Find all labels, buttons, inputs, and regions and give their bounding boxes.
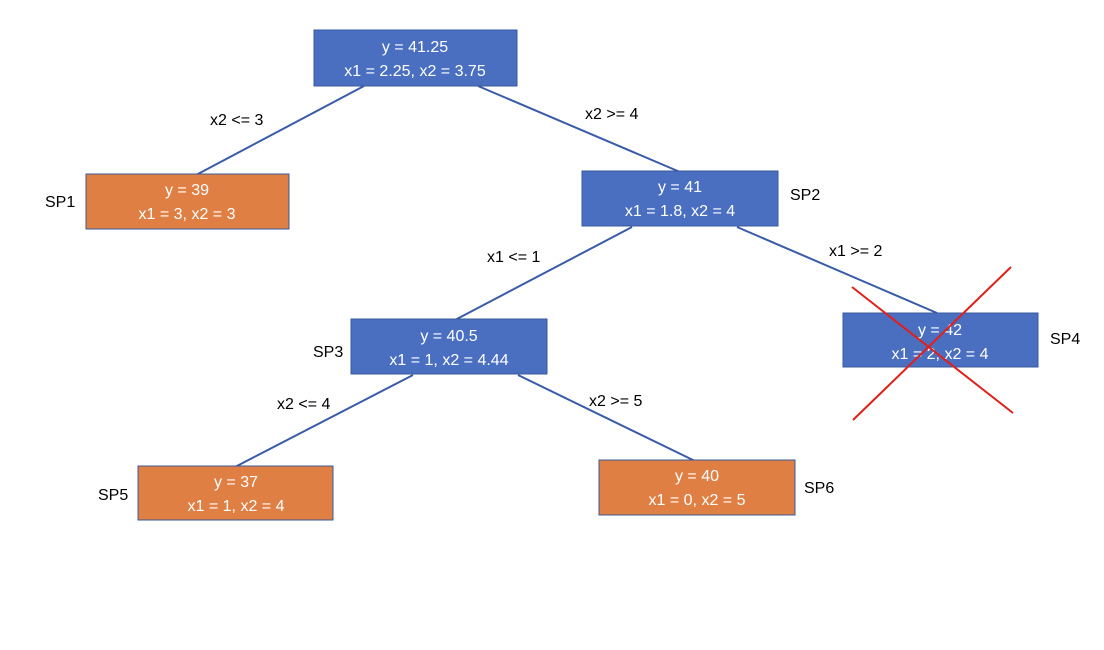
- node-sp2-line1: y = 41: [658, 179, 702, 196]
- cross-out-line-2: [852, 266, 1012, 421]
- node-sp2-line2: x1 = 1.8, x2 = 4: [625, 203, 735, 220]
- node-sp4: y = 42 x1 = 2, x2 = 4 SP4: [842, 266, 1080, 421]
- node-sp1-box: [85, 173, 290, 230]
- node-sp6-box: [598, 459, 796, 516]
- edge-label-sp2-sp4: x1 >= 2: [829, 243, 882, 260]
- node-sp1-side-label: SP1: [45, 194, 75, 211]
- node-root-box: [313, 29, 518, 87]
- node-sp1-line2: x1 = 3, x2 = 3: [139, 206, 236, 223]
- edge-label-root-sp2: x2 >= 4: [585, 106, 638, 123]
- node-sp4-line2: x1 = 2, x2 = 4: [892, 346, 989, 363]
- node-sp3-line1: y = 40.5: [420, 328, 477, 345]
- node-sp5-side-label: SP5: [98, 487, 128, 504]
- edge-sp3-sp5: [234, 374, 414, 468]
- edge-sp2-sp3: [454, 226, 633, 321]
- node-sp2: y = 41 x1 = 1.8, x2 = 4 SP2: [581, 170, 820, 227]
- edge-sp2-sp4: [736, 226, 938, 314]
- edge-sp3-sp6: [517, 374, 696, 462]
- node-sp6-side-label: SP6: [804, 480, 834, 497]
- node-sp5-box: [137, 465, 334, 521]
- node-sp5-line1: y = 37: [214, 474, 258, 491]
- edge-label-sp3-sp5: x2 <= 4: [277, 396, 330, 413]
- node-sp6: y = 40 x1 = 0, x2 = 5 SP6: [598, 459, 834, 516]
- node-sp1-line1: y = 39: [165, 182, 209, 199]
- node-sp2-side-label: SP2: [790, 187, 820, 204]
- edge-root-sp1: [195, 85, 365, 176]
- node-root: y = 41.25 x1 = 2.25, x2 = 3.75: [313, 29, 518, 87]
- edge-label-sp2-sp3: x1 <= 1: [487, 249, 540, 266]
- node-sp1: y = 39 x1 = 3, x2 = 3 SP1: [45, 173, 290, 230]
- node-sp6-line2: x1 = 0, x2 = 5: [649, 492, 746, 509]
- edge-label-root-sp1: x2 <= 3: [210, 112, 263, 129]
- node-sp5-line2: x1 = 1, x2 = 4: [188, 498, 285, 515]
- edge-label-sp3-sp6: x2 >= 5: [589, 393, 642, 410]
- node-sp4-box: [842, 312, 1039, 368]
- node-sp3-side-label: SP3: [313, 344, 343, 361]
- edge-root-sp2: [477, 85, 681, 173]
- node-sp3-line2: x1 = 1, x2 = 4.44: [389, 352, 508, 369]
- node-sp3: y = 40.5 x1 = 1, x2 = 4.44 SP3: [313, 318, 548, 375]
- cross-out-line-1: [851, 286, 1014, 414]
- node-sp3-box: [350, 318, 548, 375]
- node-root-line2: x1 = 2.25, x2 = 3.75: [344, 63, 486, 80]
- node-sp4-side-label: SP4: [1050, 331, 1080, 348]
- node-root-line1: y = 41.25: [382, 39, 448, 56]
- node-sp6-line1: y = 40: [675, 468, 719, 485]
- node-sp2-box: [581, 170, 779, 227]
- node-sp5: y = 37 x1 = 1, x2 = 4 SP5: [98, 465, 334, 521]
